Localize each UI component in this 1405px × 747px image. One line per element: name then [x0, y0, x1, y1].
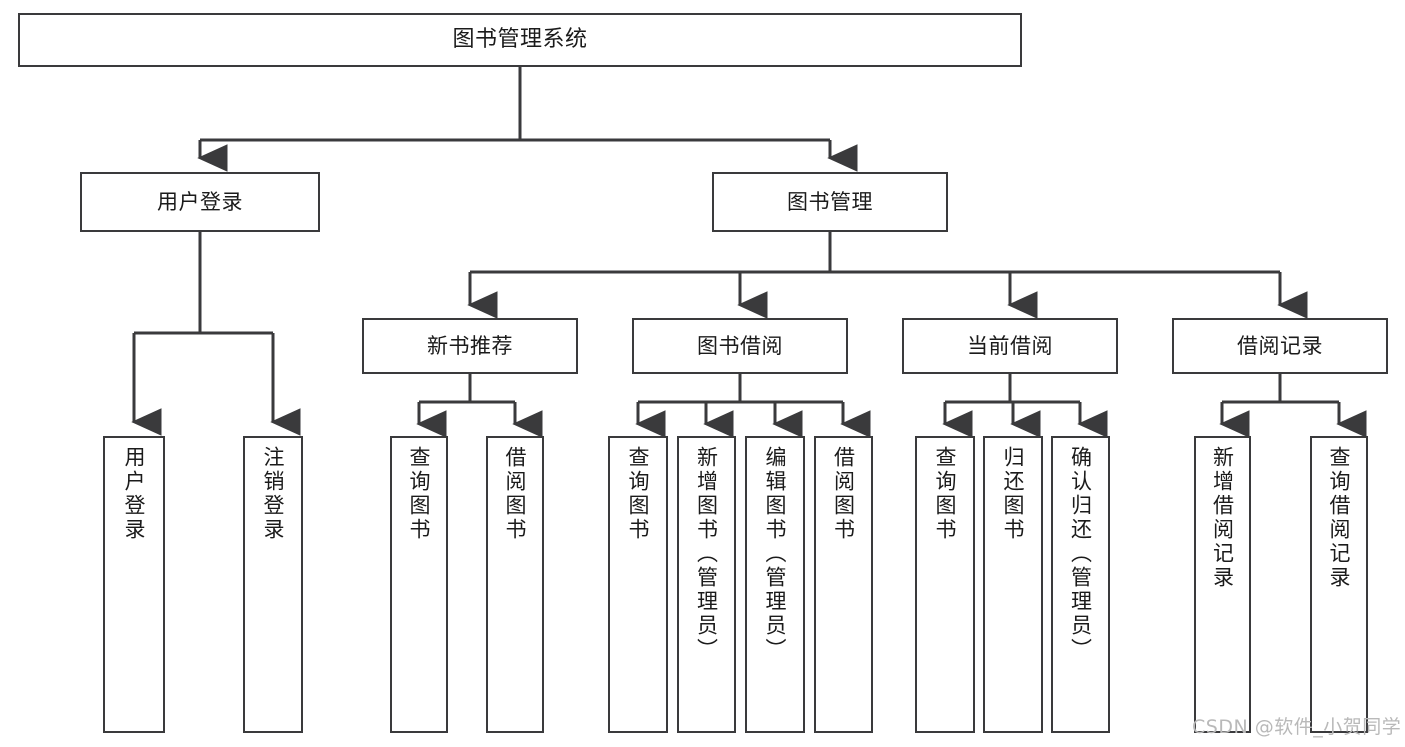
- node-user-login-label: 用户登录: [157, 189, 243, 214]
- node-leaf-query-borrow-record-label: 查询借阅记录: [1327, 446, 1352, 590]
- node-leaf-user-logout-label: 注销登录: [261, 446, 286, 542]
- node-book-manage[interactable]: 图书管理: [712, 172, 948, 232]
- node-current-borrow[interactable]: 当前借阅: [902, 318, 1118, 374]
- node-leaf-confirm-return-admin[interactable]: 确认归还（管理员）: [1051, 436, 1110, 733]
- node-leaf-add-borrow-record-label: 新增借阅记录: [1210, 446, 1235, 590]
- node-book-borrow[interactable]: 图书借阅: [632, 318, 848, 374]
- node-root-label: 图书管理系统: [452, 27, 588, 53]
- node-leaf-edit-book-admin-label: 编辑图书（管理员）: [763, 446, 788, 662]
- node-leaf-borrow-book-2-label: 借阅图书: [831, 446, 856, 542]
- node-leaf-query-book-2[interactable]: 查询图书: [608, 436, 668, 733]
- node-leaf-query-book-2-label: 查询图书: [626, 446, 651, 542]
- node-book-manage-label: 图书管理: [787, 189, 873, 214]
- node-book-borrow-label: 图书借阅: [697, 333, 783, 358]
- node-leaf-edit-book-admin[interactable]: 编辑图书（管理员）: [745, 436, 805, 733]
- node-leaf-add-borrow-record[interactable]: 新增借阅记录: [1194, 436, 1251, 733]
- node-new-book-recommend-label: 新书推荐: [427, 333, 513, 358]
- watermark: CSDN @软件_小贺同学: [1192, 716, 1402, 738]
- node-leaf-add-book-admin[interactable]: 新增图书（管理员）: [677, 436, 736, 733]
- node-current-borrow-label: 当前借阅: [967, 333, 1053, 358]
- node-leaf-query-book-1-label: 查询图书: [407, 446, 432, 542]
- node-leaf-user-login-label: 用户登录: [122, 446, 147, 542]
- node-leaf-query-book-3[interactable]: 查询图书: [915, 436, 975, 733]
- node-new-book-recommend[interactable]: 新书推荐: [362, 318, 578, 374]
- node-borrow-record-label: 借阅记录: [1237, 333, 1323, 358]
- node-leaf-borrow-book-1[interactable]: 借阅图书: [486, 436, 544, 733]
- node-leaf-return-book-label: 归还图书: [1001, 446, 1026, 542]
- node-leaf-add-book-admin-label: 新增图书（管理员）: [694, 446, 719, 662]
- node-leaf-borrow-book-1-label: 借阅图书: [503, 446, 528, 542]
- node-root[interactable]: 图书管理系统: [18, 13, 1022, 67]
- node-leaf-return-book[interactable]: 归还图书: [983, 436, 1043, 733]
- node-leaf-user-login[interactable]: 用户登录: [103, 436, 165, 733]
- node-leaf-borrow-book-2[interactable]: 借阅图书: [814, 436, 873, 733]
- node-borrow-record[interactable]: 借阅记录: [1172, 318, 1388, 374]
- node-leaf-query-borrow-record[interactable]: 查询借阅记录: [1310, 436, 1368, 733]
- node-leaf-query-book-1[interactable]: 查询图书: [390, 436, 448, 733]
- node-user-login[interactable]: 用户登录: [80, 172, 320, 232]
- node-leaf-confirm-return-admin-label: 确认归还（管理员）: [1068, 446, 1093, 662]
- node-leaf-query-book-3-label: 查询图书: [933, 446, 958, 542]
- node-leaf-user-logout[interactable]: 注销登录: [243, 436, 303, 733]
